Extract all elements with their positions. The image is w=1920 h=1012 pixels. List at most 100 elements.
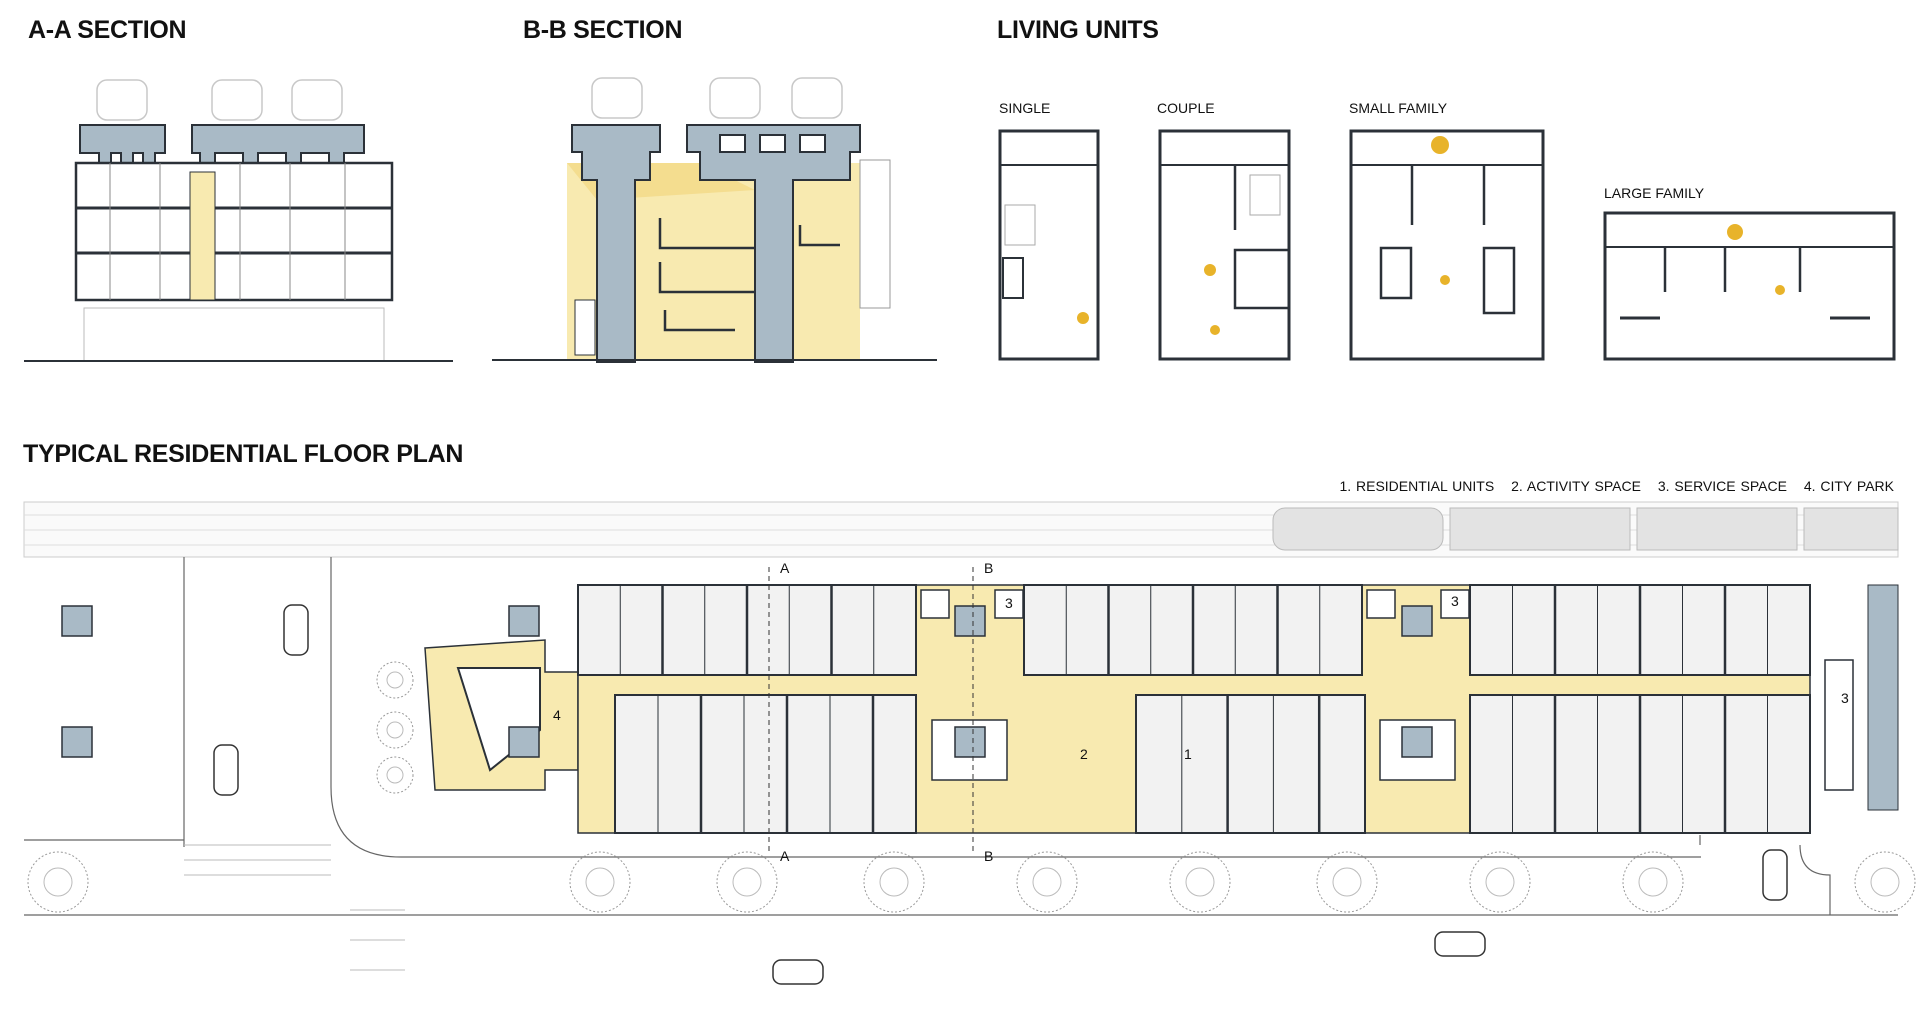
label-city-park: 4 (553, 707, 561, 723)
tree-canopy (1169, 851, 1231, 913)
tree-canopy (1854, 851, 1916, 913)
legend-item: 4. CITY PARK (1803, 478, 1894, 494)
tree-core (386, 766, 404, 784)
tree-icon (716, 851, 778, 913)
train (1272, 507, 1899, 551)
column (61, 605, 93, 637)
tree-icon (569, 851, 631, 913)
aa-section-drawing (24, 79, 453, 362)
tree-icon (863, 851, 925, 913)
unit-block (614, 694, 917, 834)
tree-icon (1169, 851, 1231, 913)
label-residential-units: 1 (1184, 746, 1192, 762)
column (954, 605, 986, 637)
tree-canopy (716, 851, 778, 913)
viaduct-deck-left (79, 124, 166, 164)
aa-section-title: A-A SECTION (28, 16, 187, 44)
tree-core (879, 867, 909, 897)
label-service-space: 3 (1841, 690, 1849, 706)
unit-block (1135, 694, 1366, 834)
tree-core (1638, 867, 1668, 897)
unit-plan-couple (1158, 129, 1291, 361)
viaduct-columns (61, 605, 1433, 758)
tree-icon (1469, 851, 1531, 913)
legend-item: 1. RESIDENTIAL UNITS (1339, 478, 1495, 494)
tree-icon (1316, 851, 1378, 913)
tree-core (585, 867, 615, 897)
legend-item: 2. ACTIVITY SPACE (1511, 478, 1641, 494)
car-icon (283, 604, 309, 656)
column (1401, 726, 1433, 758)
car-icon (1762, 849, 1788, 901)
viaduct-deck-right (191, 124, 365, 164)
tree-canopy (1622, 851, 1684, 913)
tree-icon (1016, 851, 1078, 913)
crosswalk (184, 844, 405, 971)
floor-plan-drawing: A A B B 1 2 3 3 3 4 (23, 501, 1916, 985)
section-marker-a: A (780, 560, 790, 576)
floor-plan-title: TYPICAL RESIDENTIAL FLOOR PLAN (23, 440, 464, 468)
pier-right (686, 124, 861, 363)
tree-core (732, 867, 762, 897)
section-marker-a: A (780, 848, 790, 864)
tree-icon (27, 851, 89, 913)
section-marker-b: B (984, 560, 993, 576)
railway-edge-wall (1867, 584, 1899, 811)
tree-core (1485, 867, 1515, 897)
section-marker-b: B (984, 848, 993, 864)
unit-label-large-family: LARGE FAMILY (1604, 185, 1705, 201)
residential-units (577, 584, 1811, 834)
streets (24, 557, 1898, 916)
living-units-title: LIVING UNITS (997, 16, 1159, 44)
stair (574, 299, 596, 356)
section-cut-lines (768, 567, 974, 855)
tree-canopy (1316, 851, 1378, 913)
unit-plan-large-family (1603, 211, 1896, 361)
tree-canopy (27, 851, 89, 913)
tree-core (386, 671, 404, 689)
car-icon (772, 959, 824, 985)
tree-icon (376, 711, 414, 749)
column (954, 726, 986, 758)
plan-legend: 1. RESIDENTIAL UNITS 2. ACTIVITY SPACE 3… (1327, 478, 1894, 494)
column (508, 726, 540, 758)
tree-canopy (1016, 851, 1078, 913)
tree-canopy (569, 851, 631, 913)
tree-core (1332, 867, 1362, 897)
cars (213, 604, 1788, 985)
tree-canopy (376, 661, 414, 699)
bb-section-title: B-B SECTION (523, 16, 683, 44)
car-icon (1434, 931, 1486, 957)
car-icon (213, 744, 239, 796)
tree-icon (376, 661, 414, 699)
tree-canopy (863, 851, 925, 913)
tree-icon (376, 756, 414, 794)
service-spaces (920, 589, 1470, 619)
column (508, 605, 540, 637)
unit-label-single: SINGLE (999, 100, 1051, 116)
bb-section-drawing (492, 77, 937, 363)
pier-left (571, 124, 661, 363)
column (61, 726, 93, 758)
street-trees (27, 661, 1916, 913)
tree-core (386, 721, 404, 739)
tree-icon (1854, 851, 1916, 913)
legend-item: 3. SERVICE SPACE (1657, 478, 1787, 494)
tree-canopy (376, 711, 414, 749)
tree-core (1870, 867, 1900, 897)
label-service-space: 3 (1451, 593, 1459, 609)
column (1401, 605, 1433, 637)
unit-plan-single (998, 129, 1100, 361)
tree-canopy (1469, 851, 1531, 913)
tree-canopy (376, 756, 414, 794)
unit-plan-small-family (1349, 129, 1545, 361)
parking-level (83, 307, 385, 362)
train-outline-icon (591, 77, 843, 119)
tree-icon (1622, 851, 1684, 913)
tree-core (1185, 867, 1215, 897)
train-outline-icon (96, 79, 343, 121)
stair-core (189, 171, 216, 301)
label-activity-space: 2 (1080, 746, 1088, 762)
label-service-space: 3 (1005, 595, 1013, 611)
